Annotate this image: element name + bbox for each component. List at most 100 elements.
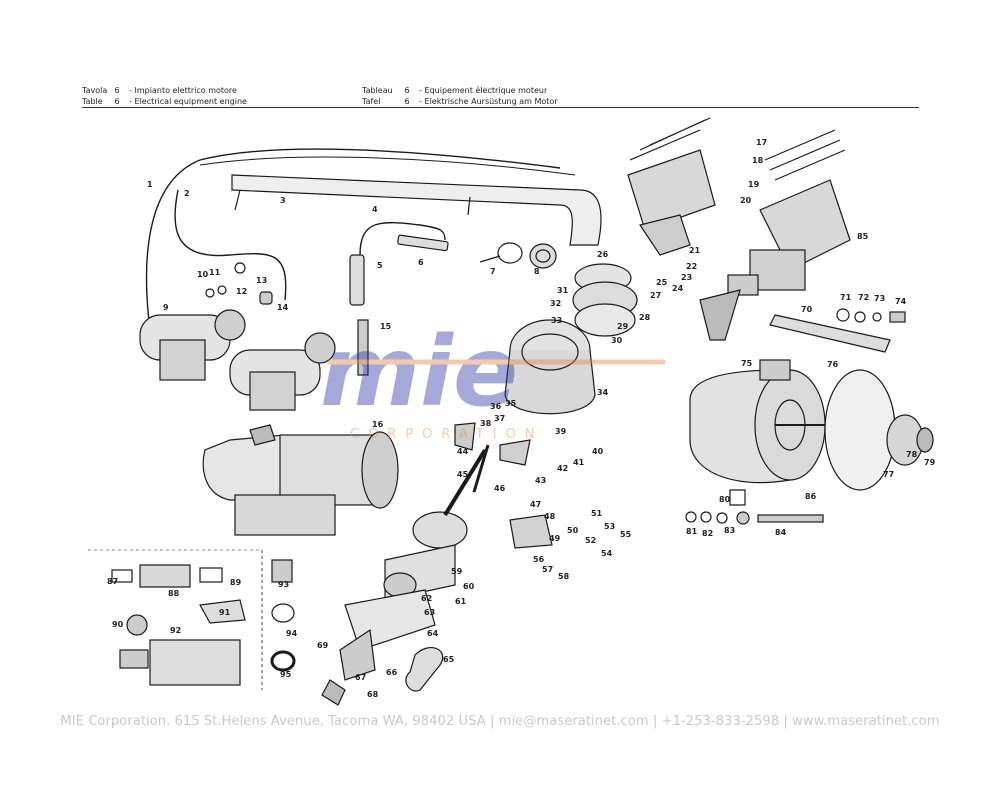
header-num: 6 [404,97,410,106]
callout-number: 68 [367,690,379,699]
callout-number: 88 [168,589,180,598]
callout-number: 69 [317,641,329,650]
header-key: Table [82,97,103,106]
callout-number: 57 [542,565,553,574]
callout-number: 22 [686,262,697,271]
callout-number: 3 [280,196,286,205]
callout-number: 77 [883,470,894,479]
callout-number: 48 [544,512,556,521]
callout-number: 51 [591,509,603,518]
callout-number: 89 [230,578,242,587]
callout-number: 65 [443,655,455,664]
footer-sep: | [783,714,788,729]
wire-1 [145,148,561,331]
callout-number: 31 [557,286,569,295]
callout-number: 75 [741,359,753,368]
callout-number: 21 [689,246,701,255]
callout-number: 36 [490,402,502,411]
distributor-body [504,319,596,415]
callout-number: 50 [567,526,579,535]
header-key: Tafel [362,97,381,106]
callout-number: 83 [724,526,735,535]
callout-number: 53 [604,522,615,531]
callout-number: 26 [597,250,609,259]
callout-number: 32 [550,299,561,308]
callout-number: 79 [924,458,936,467]
callout-number: 78 [906,450,918,459]
callout-number: 87 [107,577,118,586]
callout-number: 85 [857,232,869,241]
header-title: - Electrical equipment engine [129,97,247,106]
alternator [685,359,934,525]
callout-number: 33 [551,316,562,325]
header-key: Tavola [82,86,108,95]
callout-number: 81 [686,527,698,536]
callout-number: 20 [740,196,752,205]
callout-number: 7 [490,267,496,276]
callout-number: 25 [656,278,668,287]
callout-number: 66 [386,668,398,677]
callout-number: 11 [209,268,221,277]
callout-number: 76 [827,360,839,369]
callout-number: 1 [147,180,153,189]
callout-number: 70 [801,305,813,314]
callout-number: 8 [534,267,540,276]
callout-number: 23 [681,273,692,282]
footer-website-link[interactable]: www.maseratinet.com [792,714,940,729]
callout-number: 9 [163,303,169,312]
callout-number: 44 [457,447,469,456]
callout-number: 61 [455,597,467,606]
callout-number: 49 [549,534,561,543]
header-num: 6 [114,86,120,95]
callout-number: 28 [639,313,651,322]
callout-number: 39 [555,427,567,436]
footer-sep: | [489,714,495,729]
callout-number: 13 [256,276,267,285]
header-row-en: Table 6 - Electrical equipment engine [82,97,247,107]
callout-number: 74 [895,297,907,306]
wire-2 [174,189,287,301]
callout-number: 59 [451,567,463,576]
starter-motor [202,424,399,536]
callout-number: 35 [505,399,517,408]
header-num: 6 [404,86,410,95]
callout-number: 86 [805,492,817,501]
callout-number: 41 [573,458,585,467]
header-key: Tableau [362,86,393,95]
header-title: - Equipement électrique moteur [419,86,548,95]
footer-email-link[interactable]: mie@maseratinet.com [498,714,649,729]
callout-number: 56 [533,555,545,564]
callout-number: 94 [286,629,298,638]
header-rule [82,107,919,108]
callout-number: 16 [372,420,384,429]
footer: MIE Corporation. 615 St.Helens Avenue, T… [0,714,1000,729]
harness-tube [231,174,602,246]
callout-number: 24 [672,284,684,293]
header-num: 6 [114,97,120,106]
callout-number: 80 [719,495,731,504]
callout-number: 40 [592,447,604,456]
callout-number: 14 [277,303,289,312]
header-row-de: Tafel 6 - Elektrische Aursüstung am Moto… [362,97,558,107]
callout-number: 92 [170,626,181,635]
callout-number: 84 [775,528,787,537]
callout-number: 90 [112,620,124,629]
ignition-coil-right [229,332,336,411]
callout-number: 67 [355,673,366,682]
callout-number: 6 [418,258,424,267]
footer-company: MIE Corporation. 615 St.Helens Avenue, T… [60,714,486,729]
callout-number: 58 [558,572,570,581]
callout-number: 55 [620,530,632,539]
callout-number: 52 [585,536,596,545]
callout-number: 42 [557,464,568,473]
callout-number: 30 [611,336,623,345]
callout-number: 43 [535,476,546,485]
callout-number: 95 [280,670,292,679]
watermark: mie CORPORATION [320,316,665,442]
callout-number: 71 [840,293,852,302]
callout-number: 12 [236,287,247,296]
callout-number: 64 [427,629,439,638]
callout-number: 29 [617,322,629,331]
watermark-text: CORPORATION [350,427,544,442]
